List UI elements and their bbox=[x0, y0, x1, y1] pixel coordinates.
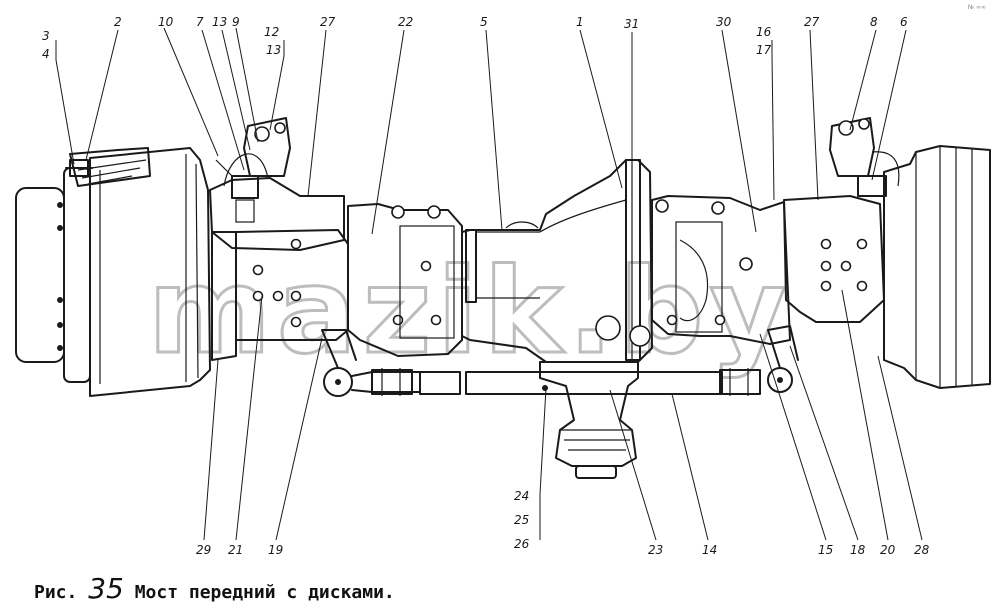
callout-22: 22 bbox=[398, 15, 413, 29]
callout-18: 18 bbox=[850, 543, 866, 557]
callouts-top: 3 4 2 10 7 13 9 12 13 27 22 5 1 31 30 16… bbox=[42, 15, 908, 61]
callout-15: 15 bbox=[818, 543, 833, 557]
callout-6: 6 bbox=[900, 15, 908, 29]
watermark: mazik.by bbox=[148, 242, 792, 380]
caption-number: 35 bbox=[88, 572, 124, 605]
callout-12: 12 bbox=[264, 25, 279, 39]
callout-3: 3 bbox=[42, 29, 50, 43]
callout-13: 13 bbox=[212, 15, 227, 29]
callout-7: 7 bbox=[196, 15, 204, 29]
tie-rod bbox=[321, 325, 799, 397]
callout-27b: 27 bbox=[804, 15, 820, 29]
figure-caption: Рис. 35 Мост передний с дисками. bbox=[34, 572, 395, 605]
callout-1: 1 bbox=[576, 15, 584, 29]
right-beam bbox=[651, 195, 791, 345]
callout-24: 24 bbox=[514, 489, 529, 503]
callout-19: 19 bbox=[268, 543, 283, 557]
corner-mark: № ∞∞ bbox=[967, 4, 986, 11]
leader-lines bbox=[55, 27, 923, 541]
callout-30: 30 bbox=[716, 15, 732, 29]
callouts-bottom: 29 21 19 24 25 26 23 14 15 18 20 28 bbox=[196, 489, 930, 557]
right-steering-knuckle bbox=[829, 117, 900, 197]
callout-25: 25 bbox=[514, 513, 529, 527]
callout-9: 9 bbox=[232, 15, 240, 29]
callout-23: 23 bbox=[648, 543, 663, 557]
callout-28: 28 bbox=[914, 543, 930, 557]
differential-housing bbox=[461, 159, 653, 363]
left-steering-knuckle bbox=[209, 117, 345, 251]
callout-2: 2 bbox=[114, 15, 122, 29]
left-wheel-hub bbox=[15, 147, 211, 397]
caption-prefix: Рис. bbox=[34, 582, 78, 603]
callout-26: 26 bbox=[514, 537, 530, 551]
right-spring-pad bbox=[783, 195, 885, 323]
callout-17: 17 bbox=[756, 43, 772, 57]
callout-14: 14 bbox=[702, 543, 717, 557]
callout-31: 31 bbox=[624, 17, 639, 31]
callout-16: 16 bbox=[756, 25, 772, 39]
callout-21: 21 bbox=[228, 543, 243, 557]
callout-4: 4 bbox=[42, 47, 50, 61]
callout-20: 20 bbox=[880, 543, 896, 557]
left-beam bbox=[211, 203, 463, 361]
callout-8: 8 bbox=[870, 15, 878, 29]
caption-title: Мост передний с дисками. bbox=[134, 582, 395, 603]
callout-5: 5 bbox=[480, 15, 488, 29]
callout-27: 27 bbox=[320, 15, 336, 29]
callout-29: 29 bbox=[196, 543, 211, 557]
drive-pinion-flange bbox=[539, 361, 639, 479]
callout-10: 10 bbox=[158, 15, 174, 29]
right-wheel-hub bbox=[883, 145, 991, 389]
callout-13b: 13 bbox=[266, 43, 281, 57]
